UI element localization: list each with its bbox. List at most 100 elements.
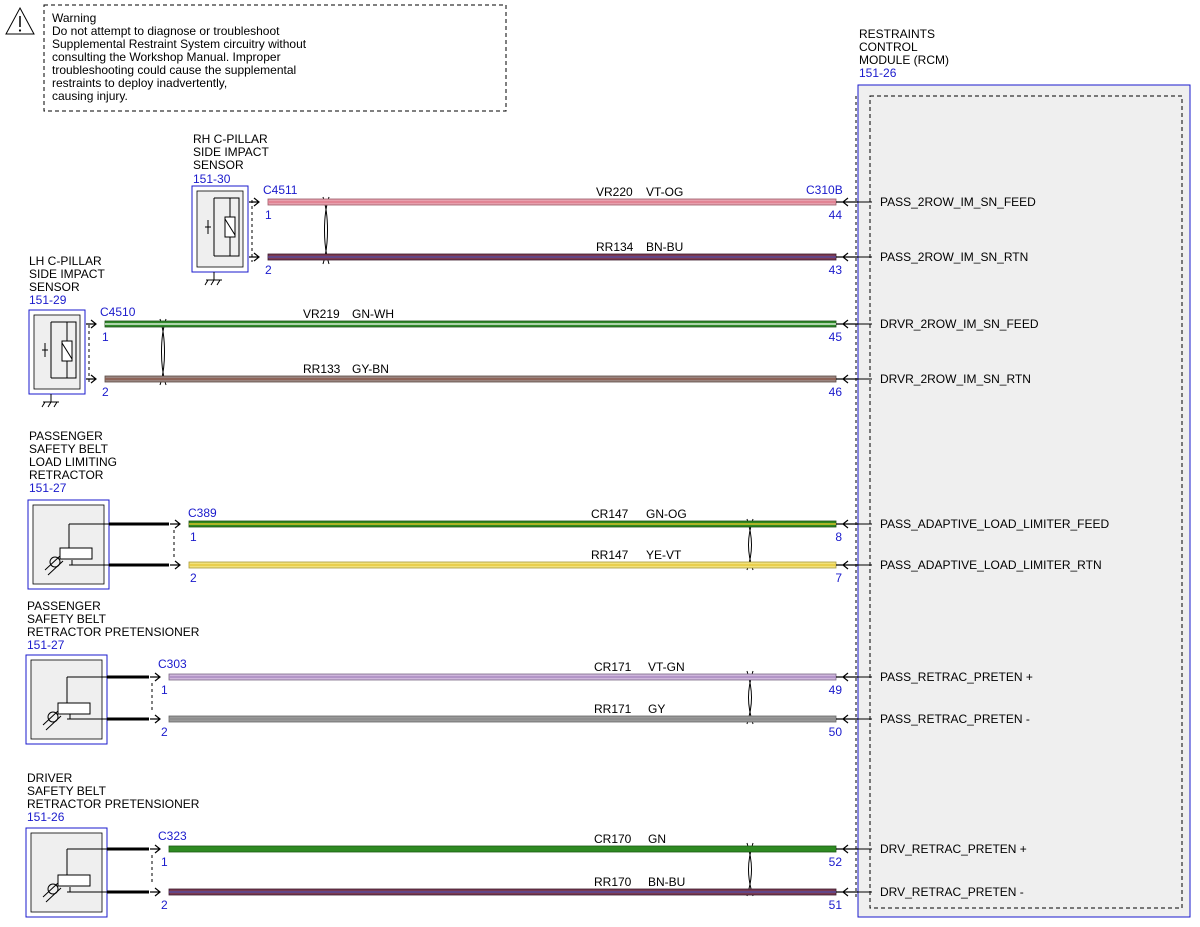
connector-label[interactable]: C4511 bbox=[263, 183, 298, 197]
connector-label[interactable]: C323 bbox=[158, 829, 187, 843]
component-lh-cpillar: LH C-PILLAR SIDE IMPACT SENSOR 151-29 C4… bbox=[29, 254, 136, 319]
rcm-connector-label[interactable]: C310B bbox=[806, 183, 843, 197]
connector-label[interactable]: C4510 bbox=[100, 305, 136, 319]
component-pass-load-limiter: PASSENGER SAFETY BELT LOAD LIMITING RETR… bbox=[29, 429, 217, 520]
wire-color-label: YE-VT bbox=[646, 548, 682, 562]
wire-color-label: VT-OG bbox=[646, 185, 683, 199]
left-pin-number: 2 bbox=[265, 263, 272, 277]
component-name-line: SAFETY BELT bbox=[27, 784, 107, 798]
left-pin-arrow bbox=[150, 672, 161, 682]
component-pass-pretensioner: PASSENGER SAFETY BELT RETRACTOR PRETENSI… bbox=[27, 599, 200, 671]
rcm-inner-boundary bbox=[869, 95, 1183, 909]
left-pin-arrow bbox=[249, 252, 260, 262]
left-pin-number: 1 bbox=[161, 855, 168, 869]
component-name-line: RETRACTOR PRETENSIONER bbox=[27, 797, 200, 811]
connector-label[interactable]: C389 bbox=[188, 506, 217, 520]
component-drv-pretensioner: DRIVER SAFETY BELT RETRACTOR PRETENSIONE… bbox=[27, 771, 200, 843]
left-pin-arrow bbox=[170, 560, 181, 570]
wire-circuit-label: VR219 bbox=[303, 307, 340, 321]
wire-rr147[interactable]: RR147 YE-VT 2 7 PASS_ADAPTIVE_LOAD_LIMITER_R… bbox=[109, 548, 1102, 585]
rcm-pin-number: 50 bbox=[829, 725, 843, 739]
left-pin-number: 1 bbox=[102, 330, 109, 344]
wire-circuit-label: CR170 bbox=[594, 832, 632, 846]
rcm-signal-label: PASS_RETRAC_PRETEN - bbox=[880, 712, 1030, 726]
warning-line: causing injury. bbox=[52, 89, 128, 103]
rcm-name-line: CONTROL bbox=[859, 40, 918, 54]
rcm-pin-arrow bbox=[836, 374, 858, 384]
component-ref[interactable]: 151-26 bbox=[27, 810, 65, 824]
wire-color-label: GY-BN bbox=[352, 362, 389, 376]
left-pin-arrow bbox=[150, 714, 161, 724]
rcm-signal-label: PASS_2ROW_IM_SN_RTN bbox=[880, 250, 1028, 264]
wire-circuit-label: RR170 bbox=[594, 875, 632, 889]
left-pin-number: 1 bbox=[265, 208, 272, 222]
component-ref[interactable]: 151-30 bbox=[193, 172, 231, 186]
rcm-signal-label: PASS_2ROW_IM_SN_FEED bbox=[880, 195, 1036, 209]
rh-cpillar-sensor-symbol bbox=[191, 185, 253, 286]
wire-color-label: VT-GN bbox=[648, 660, 685, 674]
component-name-line: SIDE IMPACT bbox=[193, 145, 269, 159]
warning-line: Supplemental Restraint System circuitry … bbox=[52, 37, 307, 51]
rcm-signal-label: DRV_RETRAC_PRETEN + bbox=[880, 842, 1027, 856]
left-pin-arrow bbox=[150, 887, 161, 897]
warning-line: restraints to deploy inadvertently, bbox=[52, 76, 227, 90]
wire-color-label: BN-BU bbox=[646, 240, 683, 254]
wire-color-label: GN-OG bbox=[646, 507, 687, 521]
component-name-line: SIDE IMPACT bbox=[29, 267, 105, 281]
component-name-line: LOAD LIMITING bbox=[29, 455, 117, 469]
component-name-line: LH C-PILLAR bbox=[29, 254, 102, 268]
rcm-signal-label: PASS_ADAPTIVE_LOAD_LIMITER_RTN bbox=[880, 558, 1102, 572]
left-pin-arrow bbox=[150, 844, 161, 854]
pass-load-limiter-retractor-symbol bbox=[27, 499, 175, 590]
rcm-ref[interactable]: 151-26 bbox=[859, 66, 897, 80]
left-pin-number: 2 bbox=[190, 571, 197, 585]
rcm-pin-number: 49 bbox=[829, 683, 843, 697]
component-ref[interactable]: 151-27 bbox=[27, 638, 65, 652]
component-name-line: SENSOR bbox=[29, 280, 80, 294]
connector-label[interactable]: C303 bbox=[158, 657, 187, 671]
wire-circuit-label: CR171 bbox=[594, 660, 632, 674]
rcm-pin-number: 7 bbox=[835, 571, 842, 585]
wire-circuit-label: CR147 bbox=[591, 507, 629, 521]
wire-rr133[interactable]: RR133 GY-BN 2 46 DRVR_2ROW_IM_SN_RTN bbox=[86, 362, 1031, 399]
rcm-pin-number: 46 bbox=[829, 385, 843, 399]
rcm-name-line: RESTRAINTS bbox=[859, 27, 935, 41]
left-pin-number: 2 bbox=[102, 385, 109, 399]
wire-color-label: BN-BU bbox=[648, 875, 685, 889]
component-ref[interactable]: 151-29 bbox=[29, 293, 67, 307]
rcm-signal-label: DRVR_2ROW_IM_SN_FEED bbox=[880, 317, 1039, 331]
left-pin-number: 2 bbox=[161, 898, 168, 912]
wire-circuit-label: RR147 bbox=[591, 548, 629, 562]
warning-line: Warning bbox=[52, 11, 96, 25]
rcm-pin-number: 45 bbox=[829, 330, 843, 344]
rcm-signal-label: DRV_RETRAC_PRETEN - bbox=[880, 885, 1024, 899]
rcm-pin-arrow bbox=[836, 197, 858, 207]
left-pin-arrow bbox=[170, 519, 181, 529]
left-pin-arrow bbox=[86, 319, 97, 329]
wire-circuit-label: RR134 bbox=[596, 240, 634, 254]
left-pin-number: 2 bbox=[161, 725, 168, 739]
rcm-pin-arrow bbox=[836, 319, 858, 329]
rcm-pin-number: 52 bbox=[829, 855, 843, 869]
pass-pretensioner-retractor-symbol bbox=[25, 654, 153, 745]
warning-line: Do not attempt to diagnose or troublesho… bbox=[52, 24, 280, 38]
rcm-pin-arrow bbox=[836, 714, 858, 724]
component-name-line: PASSENGER bbox=[29, 429, 103, 443]
warning-line: consulting the Workshop Manual. Improper bbox=[52, 50, 281, 64]
drv-pretensioner-retractor-symbol bbox=[25, 827, 153, 918]
wire-circuit-label: RR171 bbox=[594, 702, 632, 716]
rcm-signal-label: DRVR_2ROW_IM_SN_RTN bbox=[880, 372, 1031, 386]
component-rh-cpillar: RH C-PILLAR SIDE IMPACT SENSOR 151-30 C4… bbox=[193, 132, 298, 197]
component-ref[interactable]: 151-27 bbox=[29, 481, 67, 495]
wire-circuit-label: RR133 bbox=[303, 362, 341, 376]
